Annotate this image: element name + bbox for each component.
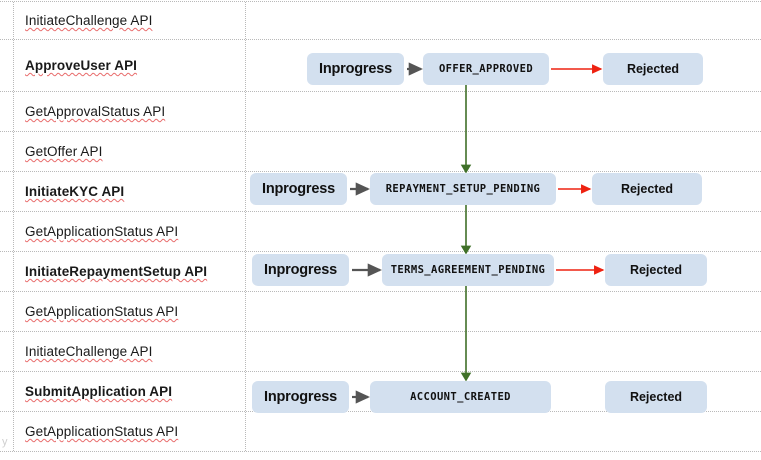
state-node[interactable]: TERMS_AGREEMENT_PENDING bbox=[382, 254, 554, 286]
state-node[interactable]: ACCOUNT_CREATED bbox=[370, 381, 551, 413]
api-label: GetApplicationStatus API bbox=[25, 304, 179, 319]
state-node[interactable]: OFFER_APPROVED bbox=[423, 53, 549, 85]
api-label-cell: InitiateKYC API bbox=[13, 172, 246, 211]
api-row: GetApplicationStatus API bbox=[0, 292, 761, 332]
api-label: InitiateKYC API bbox=[25, 184, 125, 199]
api-label: SubmitApplication API bbox=[25, 384, 173, 399]
status-node-inprogress[interactable]: Inprogress bbox=[252, 381, 349, 413]
api-label-cell: InitiateRepaymentSetup API bbox=[13, 252, 246, 291]
api-label-cell: InitiateChallenge API bbox=[13, 2, 246, 39]
api-row: InitiateChallenge API bbox=[0, 332, 761, 372]
api-row: GetOffer API bbox=[0, 132, 761, 172]
status-node-inprogress[interactable]: Inprogress bbox=[307, 53, 404, 85]
status-node-inprogress[interactable]: Inprogress bbox=[250, 173, 347, 205]
api-row: GetApprovalStatus API bbox=[0, 92, 761, 132]
api-label: InitiateChallenge API bbox=[25, 13, 153, 28]
api-label-cell: InitiateChallenge API bbox=[13, 332, 246, 371]
api-label: GetOffer API bbox=[25, 144, 103, 159]
api-row: InitiateRepaymentSetup API bbox=[0, 252, 761, 292]
api-label-cell: GetApprovalStatus API bbox=[13, 92, 246, 131]
render-artifact-glyph: y bbox=[2, 436, 8, 448]
status-node-rejected[interactable]: Rejected bbox=[605, 381, 707, 413]
api-row: InitiateKYC API bbox=[0, 172, 761, 212]
api-label: GetApplicationStatus API bbox=[25, 224, 179, 239]
api-label-cell: GetOffer API bbox=[13, 132, 246, 171]
state-node[interactable]: REPAYMENT_SETUP_PENDING bbox=[370, 173, 556, 205]
api-label-cell: ApproveUser API bbox=[13, 40, 246, 91]
status-node-rejected[interactable]: Rejected bbox=[605, 254, 707, 286]
api-label-cell: SubmitApplication API bbox=[13, 372, 246, 411]
status-node-rejected[interactable]: Rejected bbox=[592, 173, 702, 205]
api-row: InitiateChallenge API bbox=[0, 1, 761, 40]
api-row: GetApplicationStatus API bbox=[0, 212, 761, 252]
api-label-cell: GetApplicationStatus API bbox=[13, 212, 246, 251]
api-label: GetApprovalStatus API bbox=[25, 104, 166, 119]
api-label: InitiateRepaymentSetup API bbox=[25, 264, 208, 279]
status-node-inprogress[interactable]: Inprogress bbox=[252, 254, 349, 286]
api-row: ApproveUser API bbox=[0, 40, 761, 92]
api-row: GetApplicationStatus API bbox=[0, 412, 761, 452]
api-label: InitiateChallenge API bbox=[25, 344, 153, 359]
api-label: GetApplicationStatus API bbox=[25, 424, 179, 439]
status-node-rejected[interactable]: Rejected bbox=[603, 53, 703, 85]
api-label-cell: GetApplicationStatus API bbox=[13, 292, 246, 331]
api-label-cell: GetApplicationStatus API bbox=[13, 412, 246, 451]
api-label: ApproveUser API bbox=[25, 58, 138, 73]
